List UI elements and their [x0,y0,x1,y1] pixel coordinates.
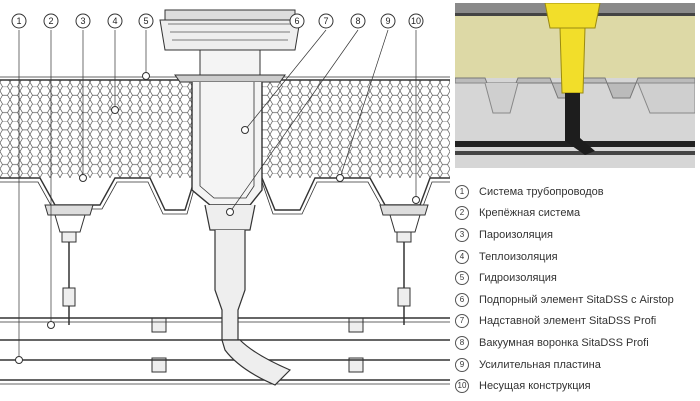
legend-label: Система трубопроводов [479,185,604,198]
legend-number: 3 [455,227,469,242]
legend-item: 3 Пароизоляция [455,224,695,246]
legend-label: Вакуумная воронка SitaDSS Profi [479,336,649,349]
legend-item: 2 Крепёжная система [455,203,695,225]
legend-label: Крепёжная система [479,207,581,220]
legend-label: Пароизоляция [479,228,553,241]
callout-10: 10 [411,16,421,26]
legend-number: 2 [455,206,469,221]
legend-label: Гидроизоляция [479,272,557,285]
legend-label: Надставной элемент SitaDSS Profi [479,315,657,328]
drainage-section-diagram: 1 2 3 4 5 6 7 8 9 10 [0,9,450,386]
legend-item: 1 Система трубопроводов [455,181,695,203]
callout-dots [15,72,420,364]
legend-number: 10 [455,379,469,394]
legend-label: Несущая конструкция [479,380,591,393]
legend-number: 8 [455,335,469,350]
photo-funnel [544,3,601,29]
callout-markers: 1 2 3 4 5 6 7 8 9 10 [11,13,424,29]
legend-item: 9 Усилительная пластина [455,354,695,376]
callout-leaders [18,29,417,360]
reinforcement-plate-right [379,204,429,243]
legend-number: 9 [455,357,469,372]
legend-number: 4 [455,249,469,264]
legend-item: 6 Подпорный элемент SitaDSS с Airstop [455,289,695,311]
legend-number: 5 [455,271,469,286]
callout-6: 6 [294,16,299,26]
extension-element [191,82,263,206]
legend-label: Теплоизоляция [479,250,558,263]
steel-deck [0,177,450,215]
reinforcement-plate-left [44,204,94,243]
callout-2: 2 [48,16,53,26]
legend-item: 10 Несущая конструкция [455,375,695,397]
legend-item: 7 Надставной элемент SitaDSS Profi [455,311,695,333]
callout-4: 4 [112,16,117,26]
legend-number: 1 [455,184,469,199]
callout-7: 7 [323,16,328,26]
callout-1: 1 [16,16,21,26]
roof-drain-render [455,3,695,168]
legend-list: 1 Система трубопроводов 2 Крепёжная систем… [455,181,695,397]
downpipe [214,230,292,386]
legend-label: Подпорный элемент SitaDSS с Airstop [479,293,674,306]
vacuum-funnel [159,9,301,83]
legend-label: Усилительная пластина [479,358,601,371]
legend-number: 7 [455,314,469,329]
legend-item: 4 Теплоизоляция [455,246,695,268]
legend-item: 8 Вакуумная воронка SitaDSS Profi [455,332,695,354]
callout-3: 3 [80,16,85,26]
callout-8: 8 [355,16,360,26]
legend-item: 5 Гидроизоляция [455,267,695,289]
callout-9: 9 [385,16,390,26]
callout-5: 5 [143,16,148,26]
legend-number: 6 [455,292,469,307]
